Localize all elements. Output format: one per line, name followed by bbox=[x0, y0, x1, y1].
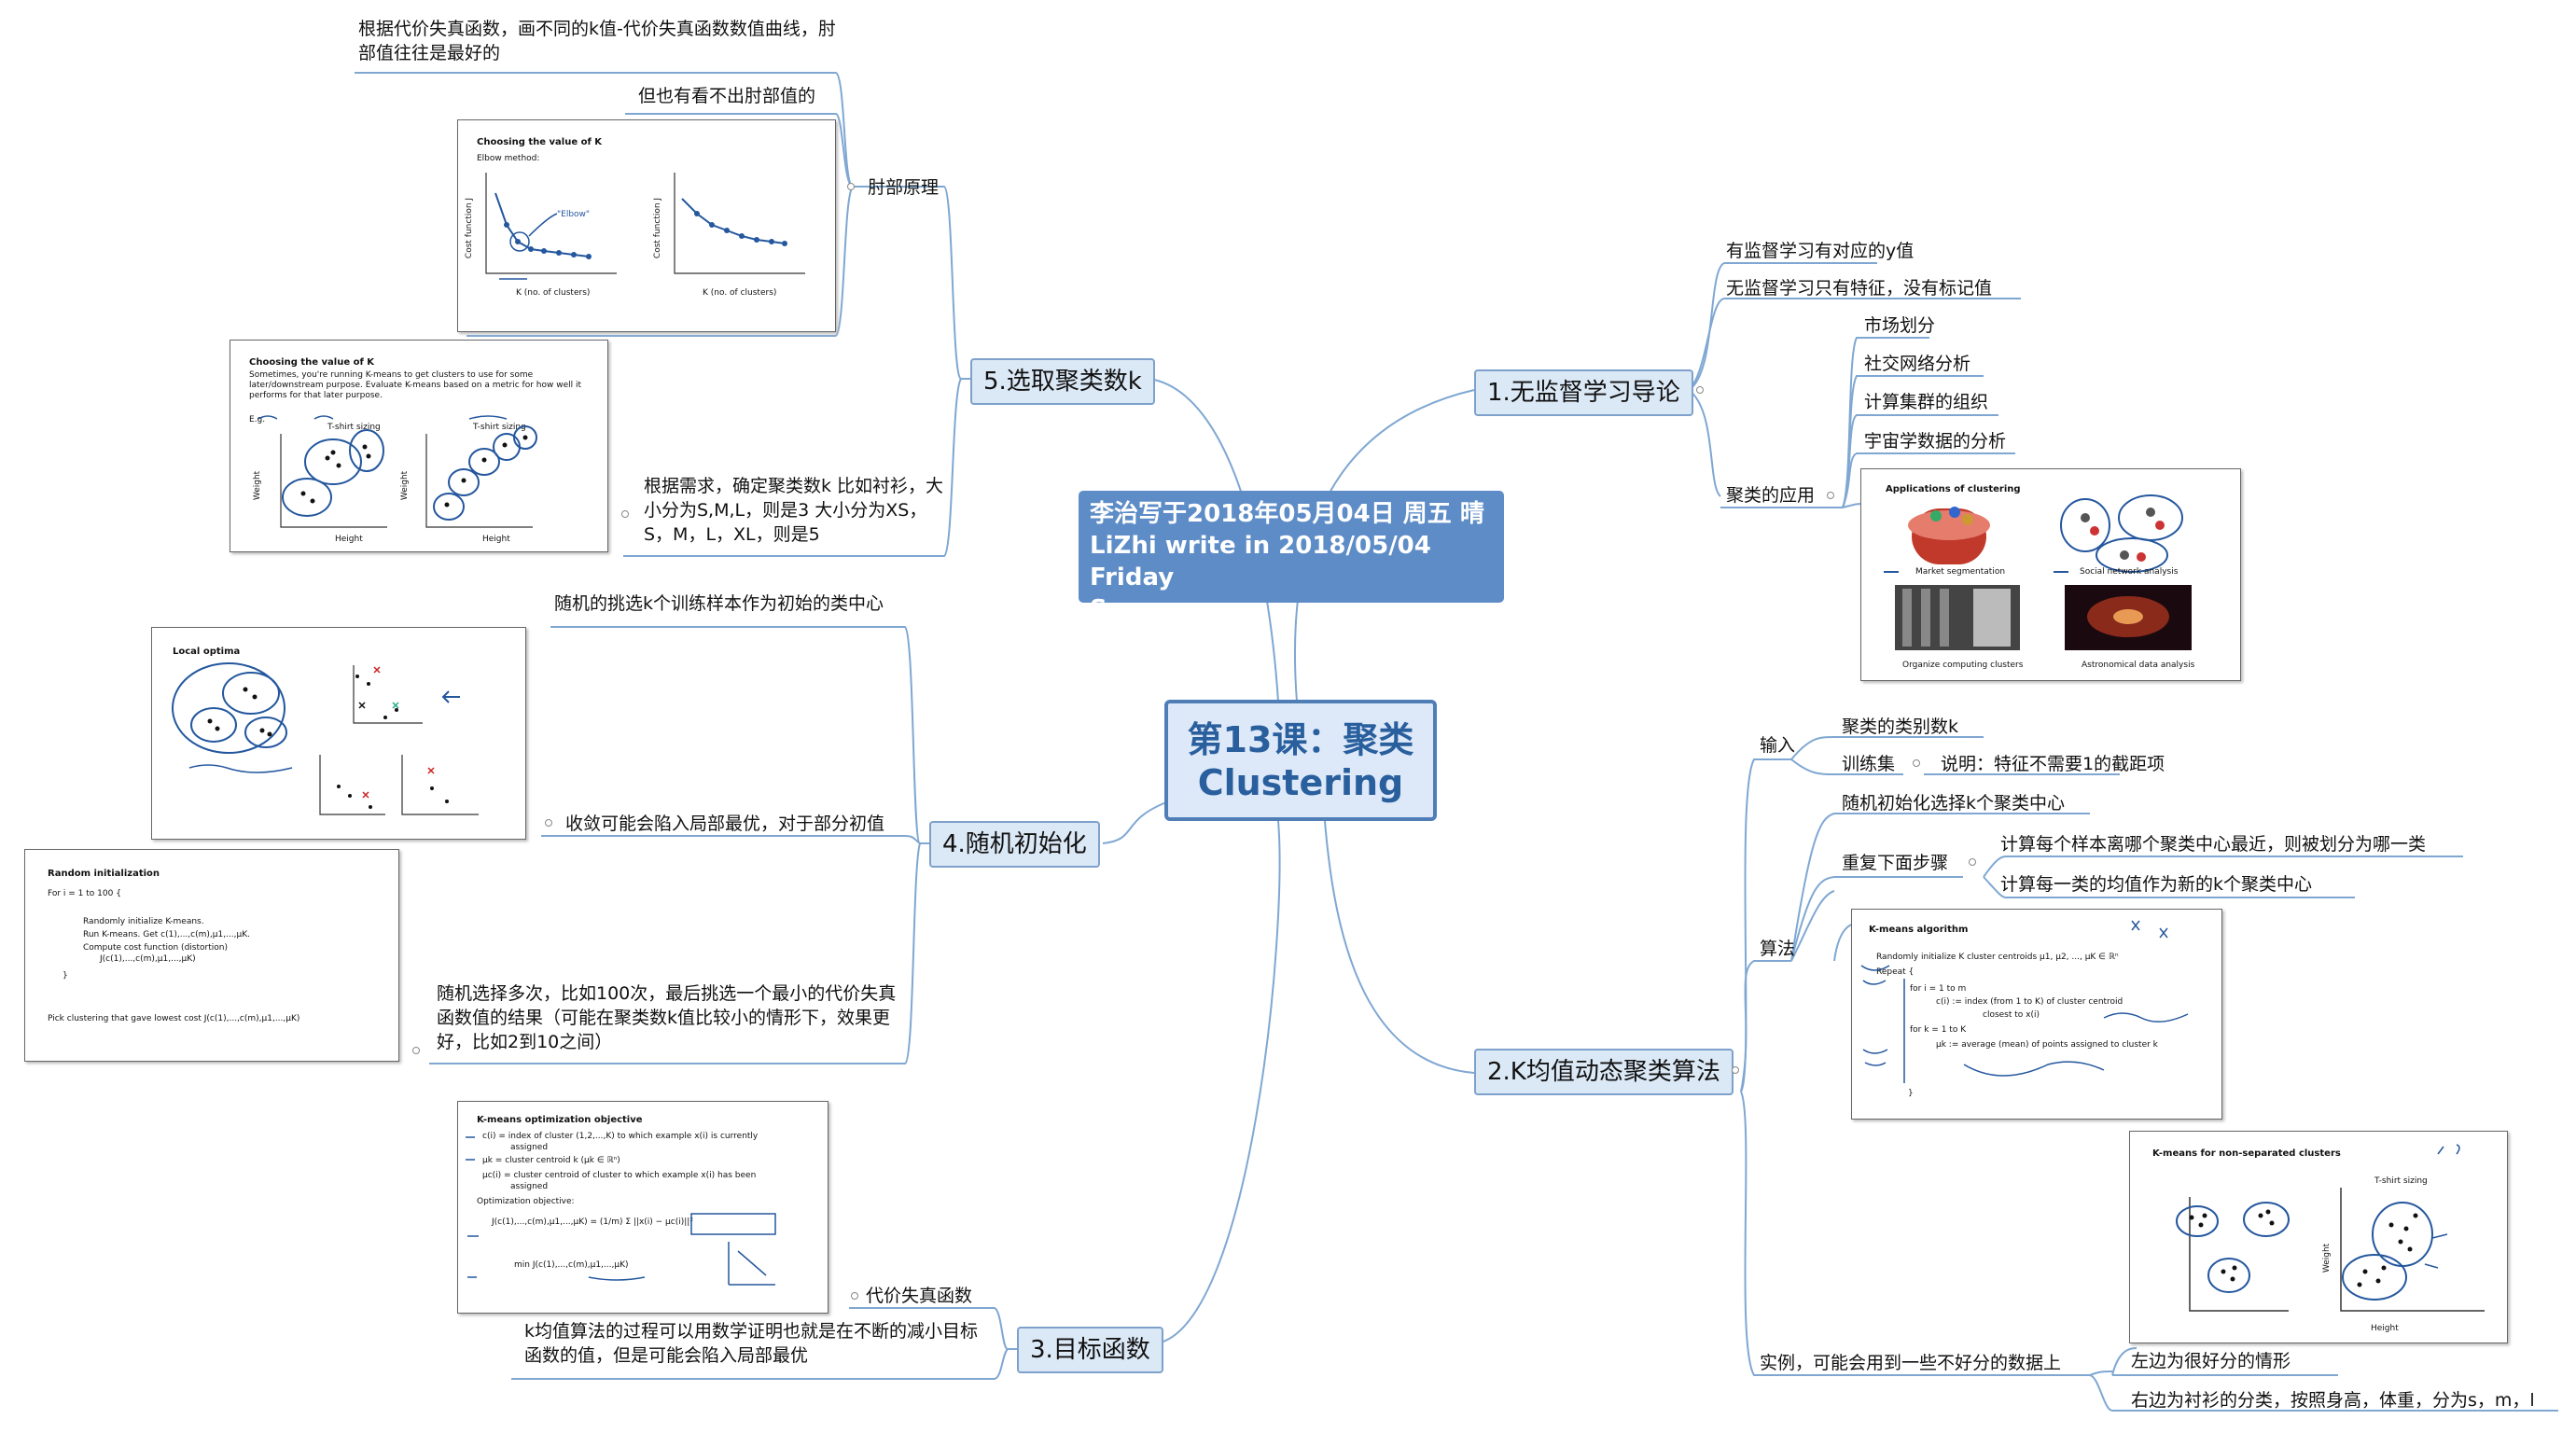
node-input-note[interactable]: 说明：特征不需要1的截距项 bbox=[1941, 754, 2165, 774]
collapse-toggle[interactable] bbox=[1827, 492, 1834, 499]
image-random-initialization[interactable]: Random initialization For i = 1 to 100 {… bbox=[24, 849, 399, 1062]
collapse-toggle[interactable] bbox=[621, 510, 629, 518]
image-applications-of-clustering[interactable]: Applications of clustering Market segmen… bbox=[1860, 468, 2241, 681]
node-input-training-set[interactable]: 训练集 bbox=[1842, 754, 1896, 774]
topic-unsupervised-intro[interactable]: 1.无监督学习导论 bbox=[1474, 369, 1693, 416]
central-topic-title: 第13课：聚类 bbox=[1187, 719, 1414, 760]
topic-random-init[interactable]: 4.随机初始化 bbox=[929, 821, 1100, 868]
node-example-left[interactable]: 左边为很好分的情形 bbox=[2131, 1351, 2291, 1371]
image-kmeans-algorithm[interactable]: K-means algorithm Randomly initialize K … bbox=[1851, 909, 2222, 1120]
node-algo-repeat[interactable]: 重复下面步骤 bbox=[1842, 853, 1949, 873]
collapse-toggle[interactable] bbox=[851, 1292, 858, 1300]
floating-line-2: LiZhi write in 2018/05/04 Friday bbox=[1090, 532, 1431, 591]
node-algo-assign[interactable]: 计算每个样本离哪个聚类中心最近，则被划分为哪一类 bbox=[2000, 834, 2427, 855]
collapse-toggle[interactable] bbox=[847, 183, 855, 190]
node-algorithm[interactable]: 算法 bbox=[1760, 939, 1796, 959]
node-elbow-principle[interactable]: 肘部原理 bbox=[868, 177, 940, 198]
topic-choose-k[interactable]: 5.选取聚类数k bbox=[970, 358, 1155, 405]
node-objective-note[interactable]: k均值算法的过程可以用数学证明也就是在不断的减小目标函数的值，但是可能会陷入局部… bbox=[524, 1321, 979, 1366]
collapse-toggle[interactable] bbox=[1696, 386, 1704, 394]
node-choose-k-by-need[interactable]: 根据需求，确定聚类数k 比如衬衫，大小分为S,M,L，则是3 大小分为XS，S，… bbox=[644, 476, 944, 545]
node-input-k[interactable]: 聚类的类别数k bbox=[1842, 716, 1959, 737]
collapse-toggle[interactable] bbox=[412, 1047, 420, 1054]
floating-line-1: 李治写于2018年05月04日 周五 晴 bbox=[1090, 500, 1484, 528]
node-multiple-random-init[interactable]: 随机选择多次，比如100次，最后挑选一个最小的代价失真函数值的结果（可能在聚类数… bbox=[437, 983, 897, 1052]
node-app-social[interactable]: 社交网络分析 bbox=[1864, 354, 1971, 374]
central-topic-subtitle: Clustering bbox=[1197, 762, 1404, 803]
node-distortion-function[interactable]: 代价失真函数 bbox=[866, 1286, 973, 1306]
image-local-optima[interactable]: Local optima bbox=[151, 627, 526, 840]
collapse-toggle[interactable] bbox=[545, 819, 552, 827]
topic-kmeans-algorithm[interactable]: 2.K均值动态聚类算法 bbox=[1474, 1049, 1734, 1095]
floating-topic-author-note[interactable]: 李治写于2018年05月04日 周五 晴 LiZhi write in 2018… bbox=[1079, 491, 1504, 623]
topic-objective-function[interactable]: 3.目标函数 bbox=[1017, 1327, 1163, 1373]
image-elbow-method[interactable]: Choosing the value of K Elbow method: K … bbox=[457, 119, 836, 332]
node-random-pick[interactable]: 随机的挑选k个训练样本作为初始的类中心 bbox=[554, 593, 884, 614]
node-app-market[interactable]: 市场划分 bbox=[1864, 315, 1936, 336]
collapse-toggle[interactable] bbox=[1969, 858, 1976, 866]
node-input[interactable]: 输入 bbox=[1760, 735, 1796, 756]
node-clustering-applications[interactable]: 聚类的应用 bbox=[1726, 485, 1816, 506]
collapse-toggle[interactable] bbox=[1732, 1066, 1739, 1074]
node-algo-update[interactable]: 计算每一类的均值作为新的k个聚类中心 bbox=[2000, 874, 2313, 895]
node-example[interactable]: 实例，可能会用到一些不好分的数据上 bbox=[1760, 1353, 2062, 1373]
node-elbow-explanation[interactable]: 根据代价失真函数，画不同的k值-代价失真函数数值曲线，肘部值往往是最好的 bbox=[358, 19, 836, 63]
node-example-right[interactable]: 右边为衬衫的分类，按照身高，体重，分为s，m，l bbox=[2131, 1390, 2535, 1411]
central-topic[interactable]: 第13课：聚类 Clustering bbox=[1164, 700, 1437, 821]
node-app-cluster[interactable]: 计算集群的组织 bbox=[1864, 392, 1989, 412]
image-optimization-objective[interactable]: K-means optimization objective c(i) = in… bbox=[457, 1101, 828, 1314]
node-app-astro[interactable]: 宇宙学数据的分析 bbox=[1864, 431, 2007, 452]
node-supervised-y[interactable]: 有监督学习有对应的y值 bbox=[1726, 241, 1915, 261]
image-non-separated-clusters[interactable]: K-means for non-separated clusters T-shi… bbox=[2129, 1131, 2508, 1343]
floating-line-3: Sunny bbox=[1090, 595, 1176, 623]
node-unsupervised-no-label[interactable]: 无监督学习只有特征，没有标记值 bbox=[1726, 278, 1993, 299]
node-local-optimum[interactable]: 收敛可能会陷入局部最优，对于部分初值 bbox=[565, 814, 885, 834]
node-algo-init[interactable]: 随机初始化选择k个聚类中心 bbox=[1842, 793, 2066, 814]
image-choose-k-downstream[interactable]: Choosing the value of K Sometimes, you'r… bbox=[230, 340, 608, 552]
node-no-elbow[interactable]: 但也有看不出肘部值的 bbox=[638, 86, 816, 106]
collapse-toggle[interactable] bbox=[1913, 759, 1920, 767]
